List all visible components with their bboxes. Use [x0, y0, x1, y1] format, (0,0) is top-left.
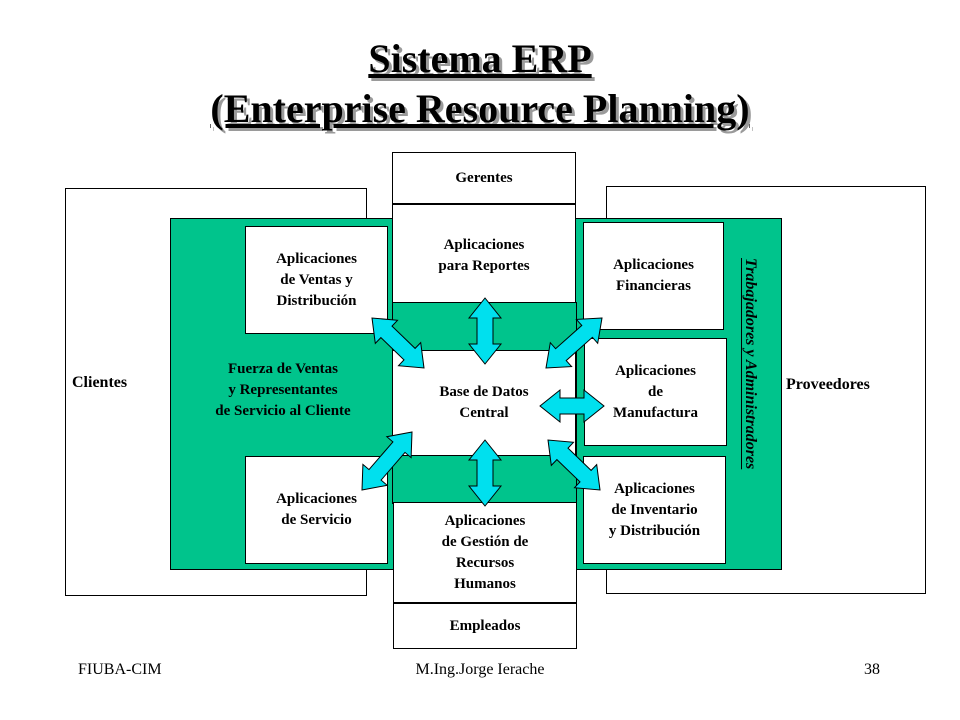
- gerentes-box: Gerentes: [392, 152, 576, 204]
- clientes-label: Clientes: [72, 374, 128, 391]
- title-line-2: (Enterprise Resource Planning): [210, 86, 750, 131]
- proveedores-label: Proveedores: [786, 376, 870, 393]
- footer-author: M.Ing.Jorge Ierache: [415, 661, 545, 678]
- arrow-servicio-base: [361, 431, 413, 491]
- trabajadores-label: Trabajadores y Administradores: [742, 258, 759, 470]
- empleados-box: Empleados: [393, 603, 577, 649]
- footer-institution: FIUBA-CIM: [78, 661, 162, 678]
- arrow-base-rrhh: [467, 439, 503, 507]
- arrow-manufactura-base: [539, 388, 605, 424]
- arrow-financieras-base: [545, 317, 603, 369]
- footer-page-number: 38: [864, 661, 880, 678]
- gerentes-label: Gerentes: [455, 169, 513, 186]
- title-line-1: Sistema ERP: [368, 36, 592, 81]
- empleados-label: Empleados: [449, 617, 521, 634]
- arrow-inventario-base: [547, 439, 601, 491]
- arrow-ventas-base: [371, 317, 425, 369]
- arrow-reportes-base: [467, 297, 503, 365]
